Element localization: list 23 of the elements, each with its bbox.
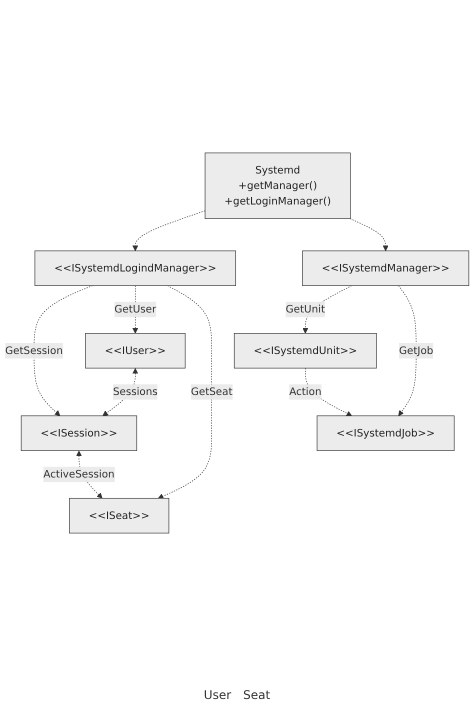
node-box: <<ISession>> bbox=[20, 416, 138, 451]
role-label: Seat bbox=[243, 688, 270, 702]
edge-label: Sessions bbox=[112, 386, 158, 398]
arrow bbox=[398, 285, 416, 416]
node-box: <<ISystemdUnit>> bbox=[234, 333, 377, 368]
node-box: <<ISystemdManager>> bbox=[302, 250, 470, 286]
edge-label: GetUnit bbox=[286, 303, 326, 316]
edge-label: GetSession bbox=[5, 344, 63, 357]
arrow bbox=[34, 285, 93, 416]
node-box: Systemd +getManager() +getLoginManager() bbox=[204, 152, 351, 219]
arrow bbox=[158, 285, 212, 499]
edge-label: GetJob bbox=[399, 344, 434, 357]
edge-label: GetUser bbox=[114, 303, 156, 316]
arrow bbox=[350, 218, 388, 252]
node-box: <<ISystemdJob>> bbox=[316, 416, 455, 451]
arrow bbox=[132, 210, 206, 252]
node-box: <<ISystemdLogindManager>> bbox=[34, 250, 236, 286]
node-box: <<IUser>> bbox=[85, 333, 186, 368]
edge-label: Action bbox=[289, 386, 322, 398]
edge-label: GetSeat bbox=[190, 386, 232, 398]
edge-label: ActiveSession bbox=[43, 468, 115, 480]
node-box: <<ISeat>> bbox=[69, 498, 170, 534]
role-label: User bbox=[204, 688, 232, 702]
